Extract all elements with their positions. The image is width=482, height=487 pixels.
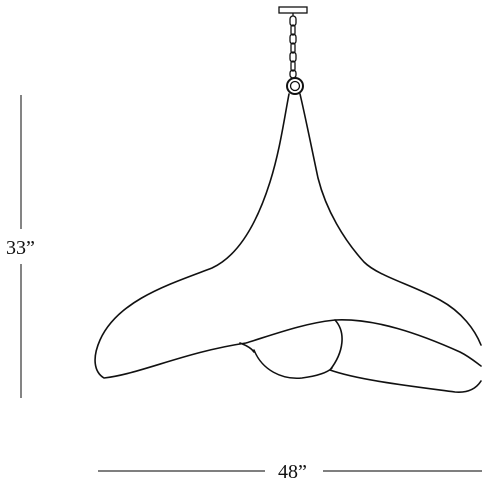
attachment-ring	[286, 77, 304, 95]
light-bulb	[253, 349, 333, 379]
height-label: 33”	[6, 237, 35, 259]
ceiling-canopy	[278, 6, 308, 14]
width-label: 48”	[278, 461, 307, 483]
lamp-shade	[94, 93, 482, 393]
hanging-chain	[289, 13, 297, 79]
